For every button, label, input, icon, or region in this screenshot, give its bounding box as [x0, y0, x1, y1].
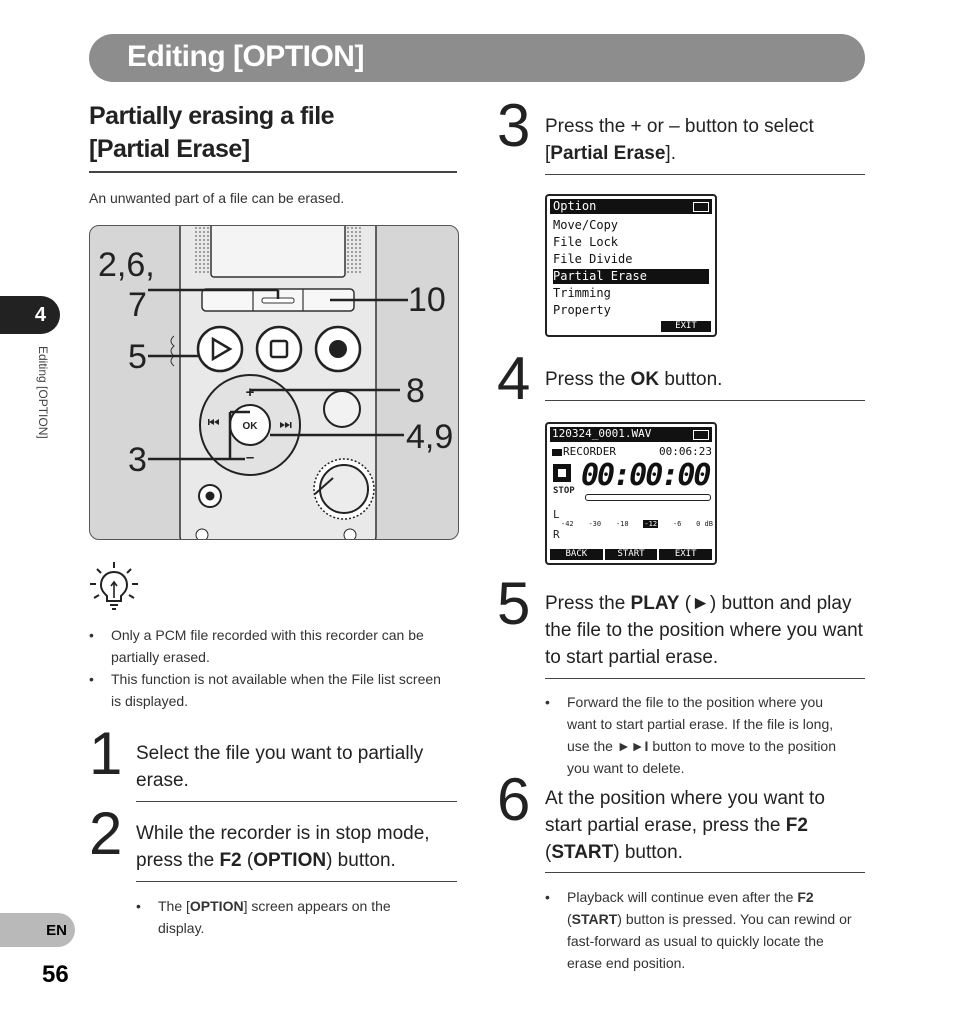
step-3-rule — [545, 174, 865, 175]
step-3-text: Press the + or – button to select [Parti… — [545, 116, 814, 164]
minus-label: – — [246, 449, 254, 466]
channel-r: R — [553, 528, 560, 541]
folder-name: RECORDER — [563, 445, 616, 458]
file-length: 00:06:23 — [659, 445, 712, 458]
step-5-note: Forward the file to the position where y… — [545, 691, 855, 779]
option-screen-title: Option — [553, 199, 597, 213]
step-6-rule — [545, 872, 865, 873]
plus-label: + — [246, 384, 255, 401]
step-2-rule — [136, 881, 457, 882]
option-screen: Option Move/Copy File Lock File Divide P… — [545, 194, 717, 337]
progress-bar — [585, 494, 711, 501]
step-5-text: Press the PLAY (►) button and play the f… — [545, 593, 863, 668]
tip-note: Only a PCM file recorded with this recor… — [89, 624, 454, 668]
recorder-drawing: OK + – — [148, 226, 408, 539]
callout-2-6: 2,6, — [98, 246, 155, 284]
section-title-line1: Partially erasing a file — [89, 102, 335, 130]
callout-4-9: 4,9 — [406, 418, 454, 456]
battery-icon — [693, 430, 709, 440]
step-6-number: 6 — [497, 766, 531, 833]
tip-note: This function is not available when the … — [89, 668, 454, 712]
intro-text: An unwanted part of a file can be erased… — [89, 190, 345, 206]
step-5-number: 5 — [497, 570, 531, 637]
menu-item: File Divide — [553, 252, 633, 266]
lightbulb-icon — [90, 562, 138, 610]
channel-l: L — [553, 508, 560, 521]
stop-icon — [553, 464, 571, 482]
step-4-number: 4 — [497, 345, 531, 412]
page-number: 56 — [42, 961, 69, 988]
callout-7: 7 — [128, 286, 147, 324]
section-title: Partially erasing a file [Partial Erase] — [89, 100, 457, 166]
step-4-rule — [545, 400, 865, 401]
step-4-text: Press the OK button. — [545, 369, 723, 390]
callout-5: 5 — [128, 338, 147, 376]
elapsed-time: 00:00:00 — [581, 458, 711, 493]
step-1-number: 1 — [89, 720, 123, 787]
ok-label: OK — [243, 421, 259, 432]
start-softkey: START — [604, 549, 658, 560]
section-rule — [89, 171, 457, 173]
step-6-text: At the position where you want to start … — [545, 788, 825, 863]
step-1-text: Select the file you want to partially er… — [136, 743, 424, 791]
exit-softkey: EXIT — [661, 321, 711, 332]
menu-item: Move/Copy — [553, 218, 619, 232]
step-2-number: 2 — [89, 800, 123, 867]
step-1-rule — [136, 801, 457, 802]
softkey-bar: BACK START EXIT — [550, 549, 713, 560]
step-2-note: The [OPTION] screen appears on the displ… — [136, 895, 436, 939]
exit-softkey: EXIT — [659, 549, 713, 560]
step-6-note: Playback will continue even after the F2… — [545, 886, 855, 974]
language-tab: EN — [0, 913, 75, 947]
state-label: STOP — [553, 486, 575, 496]
menu-item: Trimming — [553, 286, 611, 300]
page-title: Editing [OPTION] — [127, 40, 364, 73]
step-5-rule — [545, 678, 865, 679]
callout-3: 3 — [128, 441, 147, 479]
fast-forward-glyph-icon: ►►I — [616, 738, 649, 754]
file-name: 120324_0001.WAV — [552, 427, 652, 440]
section-title-line2: [Partial Erase] — [89, 135, 250, 163]
menu-item: Property — [553, 303, 611, 317]
back-softkey: BACK — [550, 549, 603, 560]
callout-10: 10 — [408, 281, 446, 319]
chapter-tab: 4 — [0, 296, 60, 334]
play-glyph-icon: ► — [691, 593, 710, 614]
recorder-screen: 120324_0001.WAV RECORDER 00:06:23 00:00:… — [545, 422, 717, 565]
chapter-label: Editing [OPTION] — [36, 346, 50, 439]
step-2-text: While the recorder is in stop mode, pres… — [136, 823, 430, 871]
tip-notes: Only a PCM file recorded with this recor… — [89, 624, 454, 712]
step-3-number: 3 — [497, 92, 531, 159]
menu-item-selected: Partial Erase — [553, 269, 647, 283]
recorder-illustration: OK + – 2,6, 7 10 5 8 4,9 3 — [89, 225, 459, 540]
header-bar: Editing [OPTION] — [89, 34, 865, 82]
callout-8: 8 — [406, 372, 425, 410]
menu-item: File Lock — [553, 235, 619, 249]
folder-icon — [552, 449, 562, 456]
battery-icon — [693, 202, 709, 212]
